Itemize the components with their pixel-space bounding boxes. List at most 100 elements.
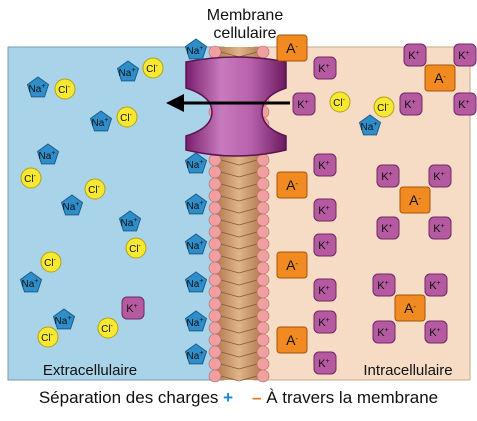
- potassium-ion: K+: [428, 164, 452, 188]
- lipid-head: [256, 369, 270, 383]
- potassium-ion: K+: [453, 92, 477, 116]
- chloride-ion: Cl-: [37, 326, 59, 348]
- lipid-head: [256, 189, 270, 203]
- svg-text:Na+: Na+: [187, 45, 204, 57]
- sodium-ion: Na+: [19, 271, 43, 293]
- anion: A-: [424, 64, 456, 92]
- svg-text:Cl-: Cl-: [333, 97, 345, 109]
- svg-text:Na+: Na+: [361, 121, 378, 133]
- anion: A-: [394, 294, 426, 322]
- svg-text:A-: A-: [286, 177, 298, 193]
- lipid-head: [256, 177, 270, 191]
- svg-text:K+: K+: [318, 317, 329, 329]
- potassium-ion: K+: [376, 164, 400, 188]
- svg-text:K+: K+: [381, 223, 392, 235]
- sodium-ion: Na+: [184, 193, 208, 215]
- intracellular-label: Intracellulaire: [363, 362, 452, 379]
- chloride-ion: Cl-: [84, 178, 106, 200]
- plus-sign: +: [223, 388, 234, 407]
- svg-text:K+: K+: [377, 280, 388, 292]
- sodium-ion: Na+: [118, 210, 142, 232]
- sodium-ion: Na+: [89, 110, 113, 132]
- sodium-ion: Na+: [52, 308, 76, 330]
- chloride-ion: Cl-: [116, 106, 138, 128]
- svg-text:Na+: Na+: [92, 117, 109, 129]
- anion: A-: [276, 171, 308, 199]
- minus-sign: –: [251, 388, 262, 407]
- chloride-ion: Cl-: [97, 317, 119, 339]
- svg-text:Cl-: Cl-: [41, 332, 53, 344]
- sodium-ion: Na+: [184, 233, 208, 255]
- svg-text:A-: A-: [286, 332, 298, 348]
- svg-text:Na+: Na+: [121, 217, 138, 229]
- svg-text:Na+: Na+: [119, 67, 136, 79]
- svg-text:Cl-: Cl-: [120, 112, 132, 124]
- lipid-head: [208, 45, 222, 59]
- svg-text:Na+: Na+: [63, 201, 80, 213]
- membrane-label-line2: cellulaire: [213, 25, 276, 42]
- svg-text:K+: K+: [429, 327, 440, 339]
- sodium-ion: Na+: [116, 60, 140, 82]
- sodium-ion: Na+: [36, 143, 60, 165]
- chloride-ion: Cl-: [40, 251, 62, 273]
- lipid-head: [208, 165, 222, 179]
- lipid-head: [256, 237, 270, 251]
- svg-text:K+: K+: [297, 99, 308, 111]
- svg-text:Na+: Na+: [187, 317, 204, 329]
- lipid-head: [208, 321, 222, 335]
- potassium-ion: K+: [403, 43, 427, 67]
- svg-text:Cl-: Cl-: [58, 84, 70, 96]
- potassium-ion: K+: [372, 320, 396, 344]
- svg-text:Na+: Na+: [22, 278, 39, 290]
- sodium-ion: Na+: [184, 310, 208, 332]
- chloride-ion: Cl-: [20, 167, 42, 189]
- svg-text:Cl-: Cl-: [377, 102, 389, 114]
- sodium-ion: Na+: [184, 152, 208, 174]
- potassium-ion: K+: [424, 273, 448, 297]
- potassium-ion: K+: [313, 278, 337, 302]
- svg-text:A-: A-: [434, 70, 446, 86]
- lipid-head: [256, 225, 270, 239]
- caption-right: À travers la membrane: [266, 388, 439, 407]
- sodium-ion: Na+: [184, 343, 208, 365]
- lipid-head: [256, 153, 270, 167]
- potassium-ion: K+: [121, 296, 145, 320]
- potassium-ion: K+: [313, 56, 337, 80]
- lipid-head: [256, 201, 270, 215]
- lipid-head: [256, 249, 270, 263]
- lipid-head: [256, 285, 270, 299]
- lipid-head: [208, 369, 222, 383]
- svg-text:Cl-: Cl-: [129, 243, 141, 255]
- svg-text:K+: K+: [458, 50, 469, 62]
- svg-text:K+: K+: [408, 50, 419, 62]
- svg-text:Na+: Na+: [187, 350, 204, 362]
- potassium-ion: K+: [428, 216, 452, 240]
- anion: A-: [276, 251, 308, 279]
- lipid-head: [256, 333, 270, 347]
- chloride-ion: Cl-: [54, 78, 76, 100]
- svg-text:K+: K+: [404, 99, 415, 111]
- potassium-ion: K+: [313, 310, 337, 334]
- sodium-ion: Na+: [26, 76, 50, 98]
- svg-text:Na+: Na+: [187, 278, 204, 290]
- lipid-head: [256, 45, 270, 59]
- anion: A-: [276, 326, 308, 354]
- lipid-head: [208, 273, 222, 287]
- lipid-head: [208, 213, 222, 227]
- lipid-head: [256, 309, 270, 323]
- potassium-ion: K+: [313, 233, 337, 257]
- potassium-ion: K+: [372, 273, 396, 297]
- lipid-head: [256, 213, 270, 227]
- svg-text:K+: K+: [433, 223, 444, 235]
- potassium-ion: K+: [399, 92, 423, 116]
- anion: A-: [399, 186, 431, 214]
- ion-layer: A-K+A-K+K+A-K+K+A-K+K+A-K+K+K+A-K+K+K+K+…: [19, 34, 477, 375]
- svg-text:Na+: Na+: [187, 159, 204, 171]
- potassium-ion: K+: [424, 320, 448, 344]
- potassium-efflux-arrow: [166, 94, 290, 112]
- svg-text:K+: K+: [318, 205, 329, 217]
- chloride-ion: Cl-: [142, 57, 164, 79]
- potassium-ion: K+: [313, 198, 337, 222]
- caption-left: Séparation des charges: [38, 388, 219, 407]
